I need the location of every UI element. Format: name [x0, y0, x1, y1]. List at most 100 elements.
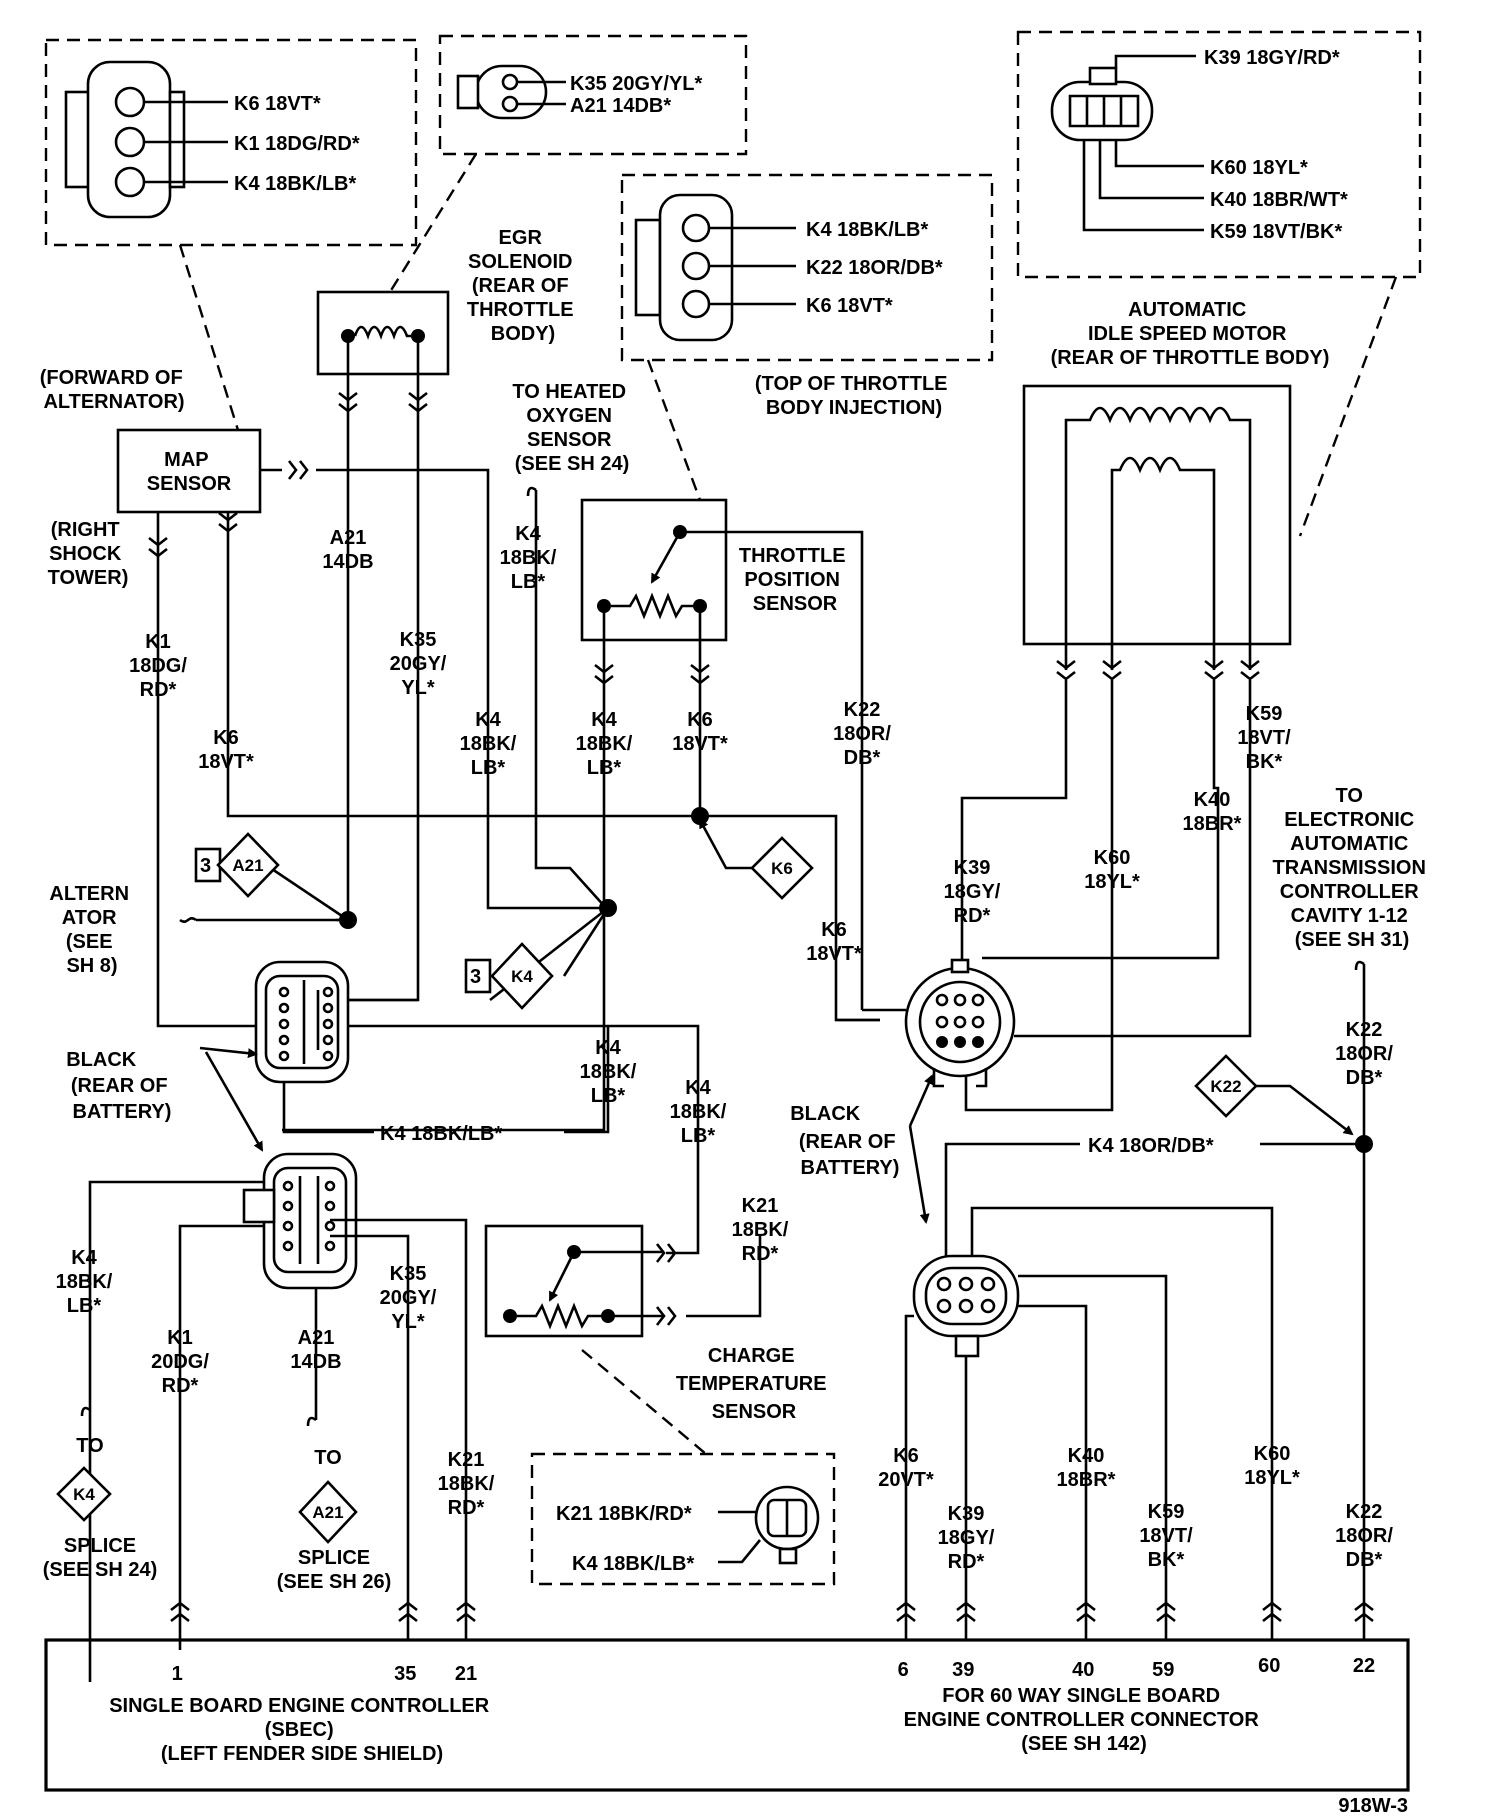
to-eatc-label: TO ELECTRONIC AUTOMATIC TRANSMISSION CON…: [1273, 785, 1432, 951]
svg-text:3: 3: [470, 966, 481, 988]
black-left-arrow-1: [199, 1046, 258, 1059]
sbec-title: SINGLE BOARD ENGINE CONTROLLER (SBEC) (L…: [109, 1695, 495, 1765]
map-pin-k6: K6 18VT*: [234, 93, 321, 115]
right-wiring: [836, 659, 1261, 1112]
egr-connector-view: K35 20GY/YL* A21 14DB*: [438, 34, 748, 156]
ais-pin-k39: K39 18GY/RD*: [1204, 47, 1340, 69]
ais-connector-view: K39 18GY/RD* K60 18YL* K40 18BR/WT* K59 …: [1016, 30, 1422, 279]
black-left-arrow-2: [204, 1051, 264, 1152]
connector-note: FOR 60 WAY SINGLE BOARD ENGINE CONTROLLE…: [904, 1685, 1265, 1755]
splice-tag-k6: K6: [698, 818, 814, 900]
map-connector-view: K6 18VT* K1 18DG/RD* K4 18BK/LB*: [44, 38, 418, 247]
ais-motor-label: AUTOMATIC IDLE SPEED MOTOR (REAR OF THRO…: [1051, 299, 1330, 369]
svg-text:A21: A21: [232, 856, 263, 875]
map-pin-k1: K1 18DG/RD*: [234, 133, 360, 155]
svg-text:K6: K6: [771, 859, 793, 878]
splice-ref-k4: TO K4 SPLICE(SEE SH 24): [43, 1406, 157, 1581]
svg-text:SPLICE(SEE SH 24): SPLICE(SEE SH 24): [43, 1535, 157, 1581]
cts-pin-k21: K21 18BK/RD*: [556, 1503, 692, 1525]
svg-text:3: 3: [200, 855, 211, 877]
map-location-label: (FORWARD OF ALTERNATOR): [40, 367, 189, 413]
k4-horizontal-wire: [282, 1082, 374, 1134]
black-connector-right-label: BLACK (REAR OF BATTERY): [790, 1103, 901, 1179]
tps-pin-k22: K22 18OR/DB*: [806, 257, 943, 279]
ais-pin-k59: K59 18VT/BK*: [1210, 221, 1342, 243]
right-shock-tower-label: (RIGHT SHOCK TOWER): [48, 519, 129, 589]
tps-label: THROTTLE POSITION SENSOR: [739, 545, 851, 615]
ais-motor: [1022, 384, 1292, 670]
alternator-connector: [254, 960, 350, 1084]
svg-text:TO: TO: [314, 1447, 341, 1469]
splice-tag-a21: 3 A21: [194, 832, 280, 898]
black-connector-left-label: BLACK (REAR OF BATTERY): [66, 1049, 173, 1123]
controller-chevrons: [169, 1601, 1375, 1623]
k4-horizontal-label: K4 18BK/LB*: [380, 1123, 502, 1145]
tps-pin-k4: K4 18BK/LB*: [806, 219, 928, 241]
left-pin-numbers: 1 35 21: [172, 1663, 477, 1685]
cts-pin-k4: K4 18BK/LB*: [572, 1553, 694, 1575]
charge-temp-sensor-label: CHARGE TEMPERATURE SENSOR: [676, 1345, 832, 1423]
oval-connector-lower: [912, 1254, 1020, 1358]
svg-text:SPLICE(SEE SH 26): SPLICE(SEE SH 26): [277, 1547, 391, 1593]
engine-controller: 1 35 21 6 39 40 59 60 22 SINGLE BOARD EN…: [44, 1638, 1410, 1792]
ais-pin-k40: K40 18BR/WT*: [1210, 189, 1348, 211]
tps-location-label: (TOP OF THROTTLE BODY INJECTION): [755, 373, 953, 419]
map-sensor-label: MAP SENSOR: [147, 449, 232, 495]
svg-text:A21: A21: [312, 1503, 343, 1522]
svg-text:K4: K4: [73, 1485, 95, 1504]
bl-wire-k4: [88, 1180, 264, 1682]
svg-text:TO: TO: [76, 1435, 103, 1457]
splice-ref-a21: TO A21 SPLICE(SEE SH 26): [277, 1416, 391, 1593]
ais-pin-k60: K60 18YL*: [1210, 157, 1308, 179]
splice-tag-k4: 3 K4: [464, 942, 554, 1010]
charge-temperature-sensor: [484, 1224, 644, 1338]
right-pin-numbers: 6 39 40 59 60 22: [898, 1655, 1375, 1681]
egr-pin-k35: K35 20GY/YL*: [570, 73, 703, 95]
alternator-label: ALTERN ATOR (SEE SH 8): [49, 883, 134, 977]
egr-solenoid-label: EGR SOLENOID (REAR OF THROTTLE BODY): [467, 227, 579, 345]
lower-left-connector: [242, 1152, 358, 1290]
egr-pin-a21: A21 14DB*: [570, 95, 671, 117]
map-pin-k4: K4 18BK/LB*: [234, 173, 356, 195]
egr-solenoid: [316, 290, 450, 376]
tps-pin-k6: K6 18VT*: [806, 295, 893, 317]
svg-text:K22: K22: [1210, 1077, 1241, 1096]
svg-text:K4: K4: [511, 967, 533, 986]
to-oxygen-sensor-label: TO HEATED OXYGEN SENSOR (SEE SH 24): [512, 381, 631, 475]
map-sensor: MAP SENSOR: [116, 428, 262, 514]
k4-or-label: K4 18OR/DB*: [1088, 1135, 1214, 1157]
figure-id: 918W-3: [1338, 1795, 1408, 1817]
cts-connector-view: K21 18BK/RD* K4 18BK/LB*: [530, 1452, 836, 1586]
round-connector-upper: [904, 958, 1016, 1088]
